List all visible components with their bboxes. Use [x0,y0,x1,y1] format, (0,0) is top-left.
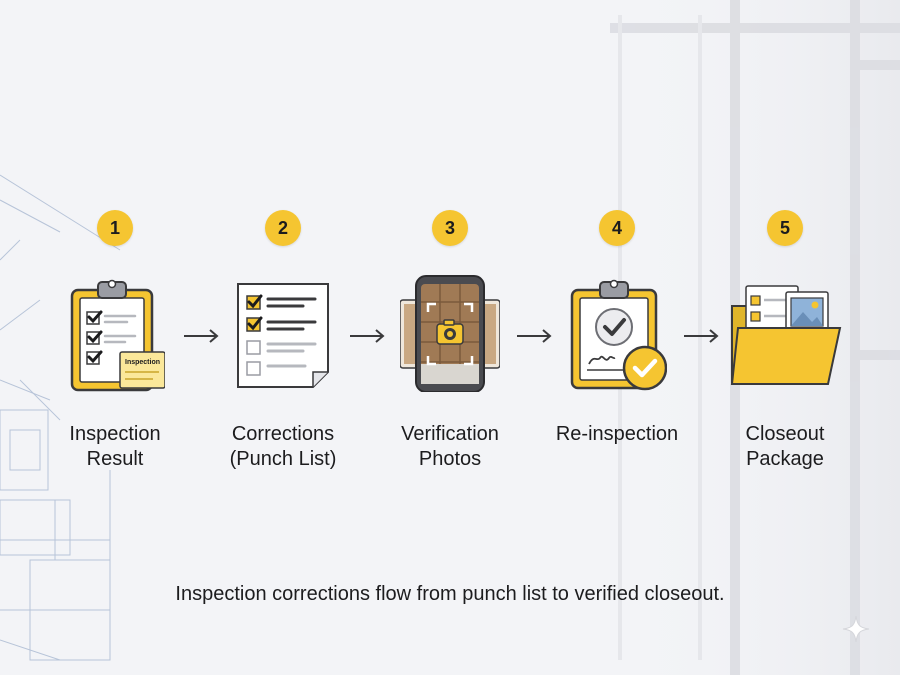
note-label: Inspection [125,359,160,366]
step-label: Inspection Result [30,422,200,472]
punch-list-document-icon [237,283,329,388]
arrow-icon [684,329,719,343]
step-number-badge: 1 [97,210,133,246]
step-number-badge: 3 [432,210,468,246]
step-label-line-2: Photos [418,448,482,470]
sparkle-icon [842,615,870,643]
step-label-line-2: (Punch List) [229,448,337,470]
step-label-line-1: Re-inspection [555,423,679,445]
step-number-badge: 5 [767,210,803,246]
flow-caption: Inspection corrections flow from punch l… [175,583,725,605]
step-label: Verification Photos [365,422,535,472]
step-label-line-1: Corrections [231,423,335,445]
arrow-icon [517,329,552,343]
step-label-line-2: Result [86,448,144,470]
step-label: Re-inspection [532,422,702,447]
step-number-badge: 2 [265,210,301,246]
step-label-line-1: Closeout [745,423,825,445]
arrow-icon [184,329,219,343]
clipboard-approval-icon [570,279,667,391]
step-label-line-1: Inspection [69,423,161,445]
phone-camera-icon [400,275,500,392]
step-label-line-2: Package [746,448,824,470]
arrow-icon [350,329,385,343]
clipboard-checklist-icon: Inspection [70,279,165,392]
folder-documents-icon [730,285,842,385]
step-number-badge: 4 [599,210,635,246]
step-label: Closeout Package [700,422,870,472]
step-label: Corrections (Punch List) [198,422,368,472]
step-label-line-1: Verification [401,423,499,445]
